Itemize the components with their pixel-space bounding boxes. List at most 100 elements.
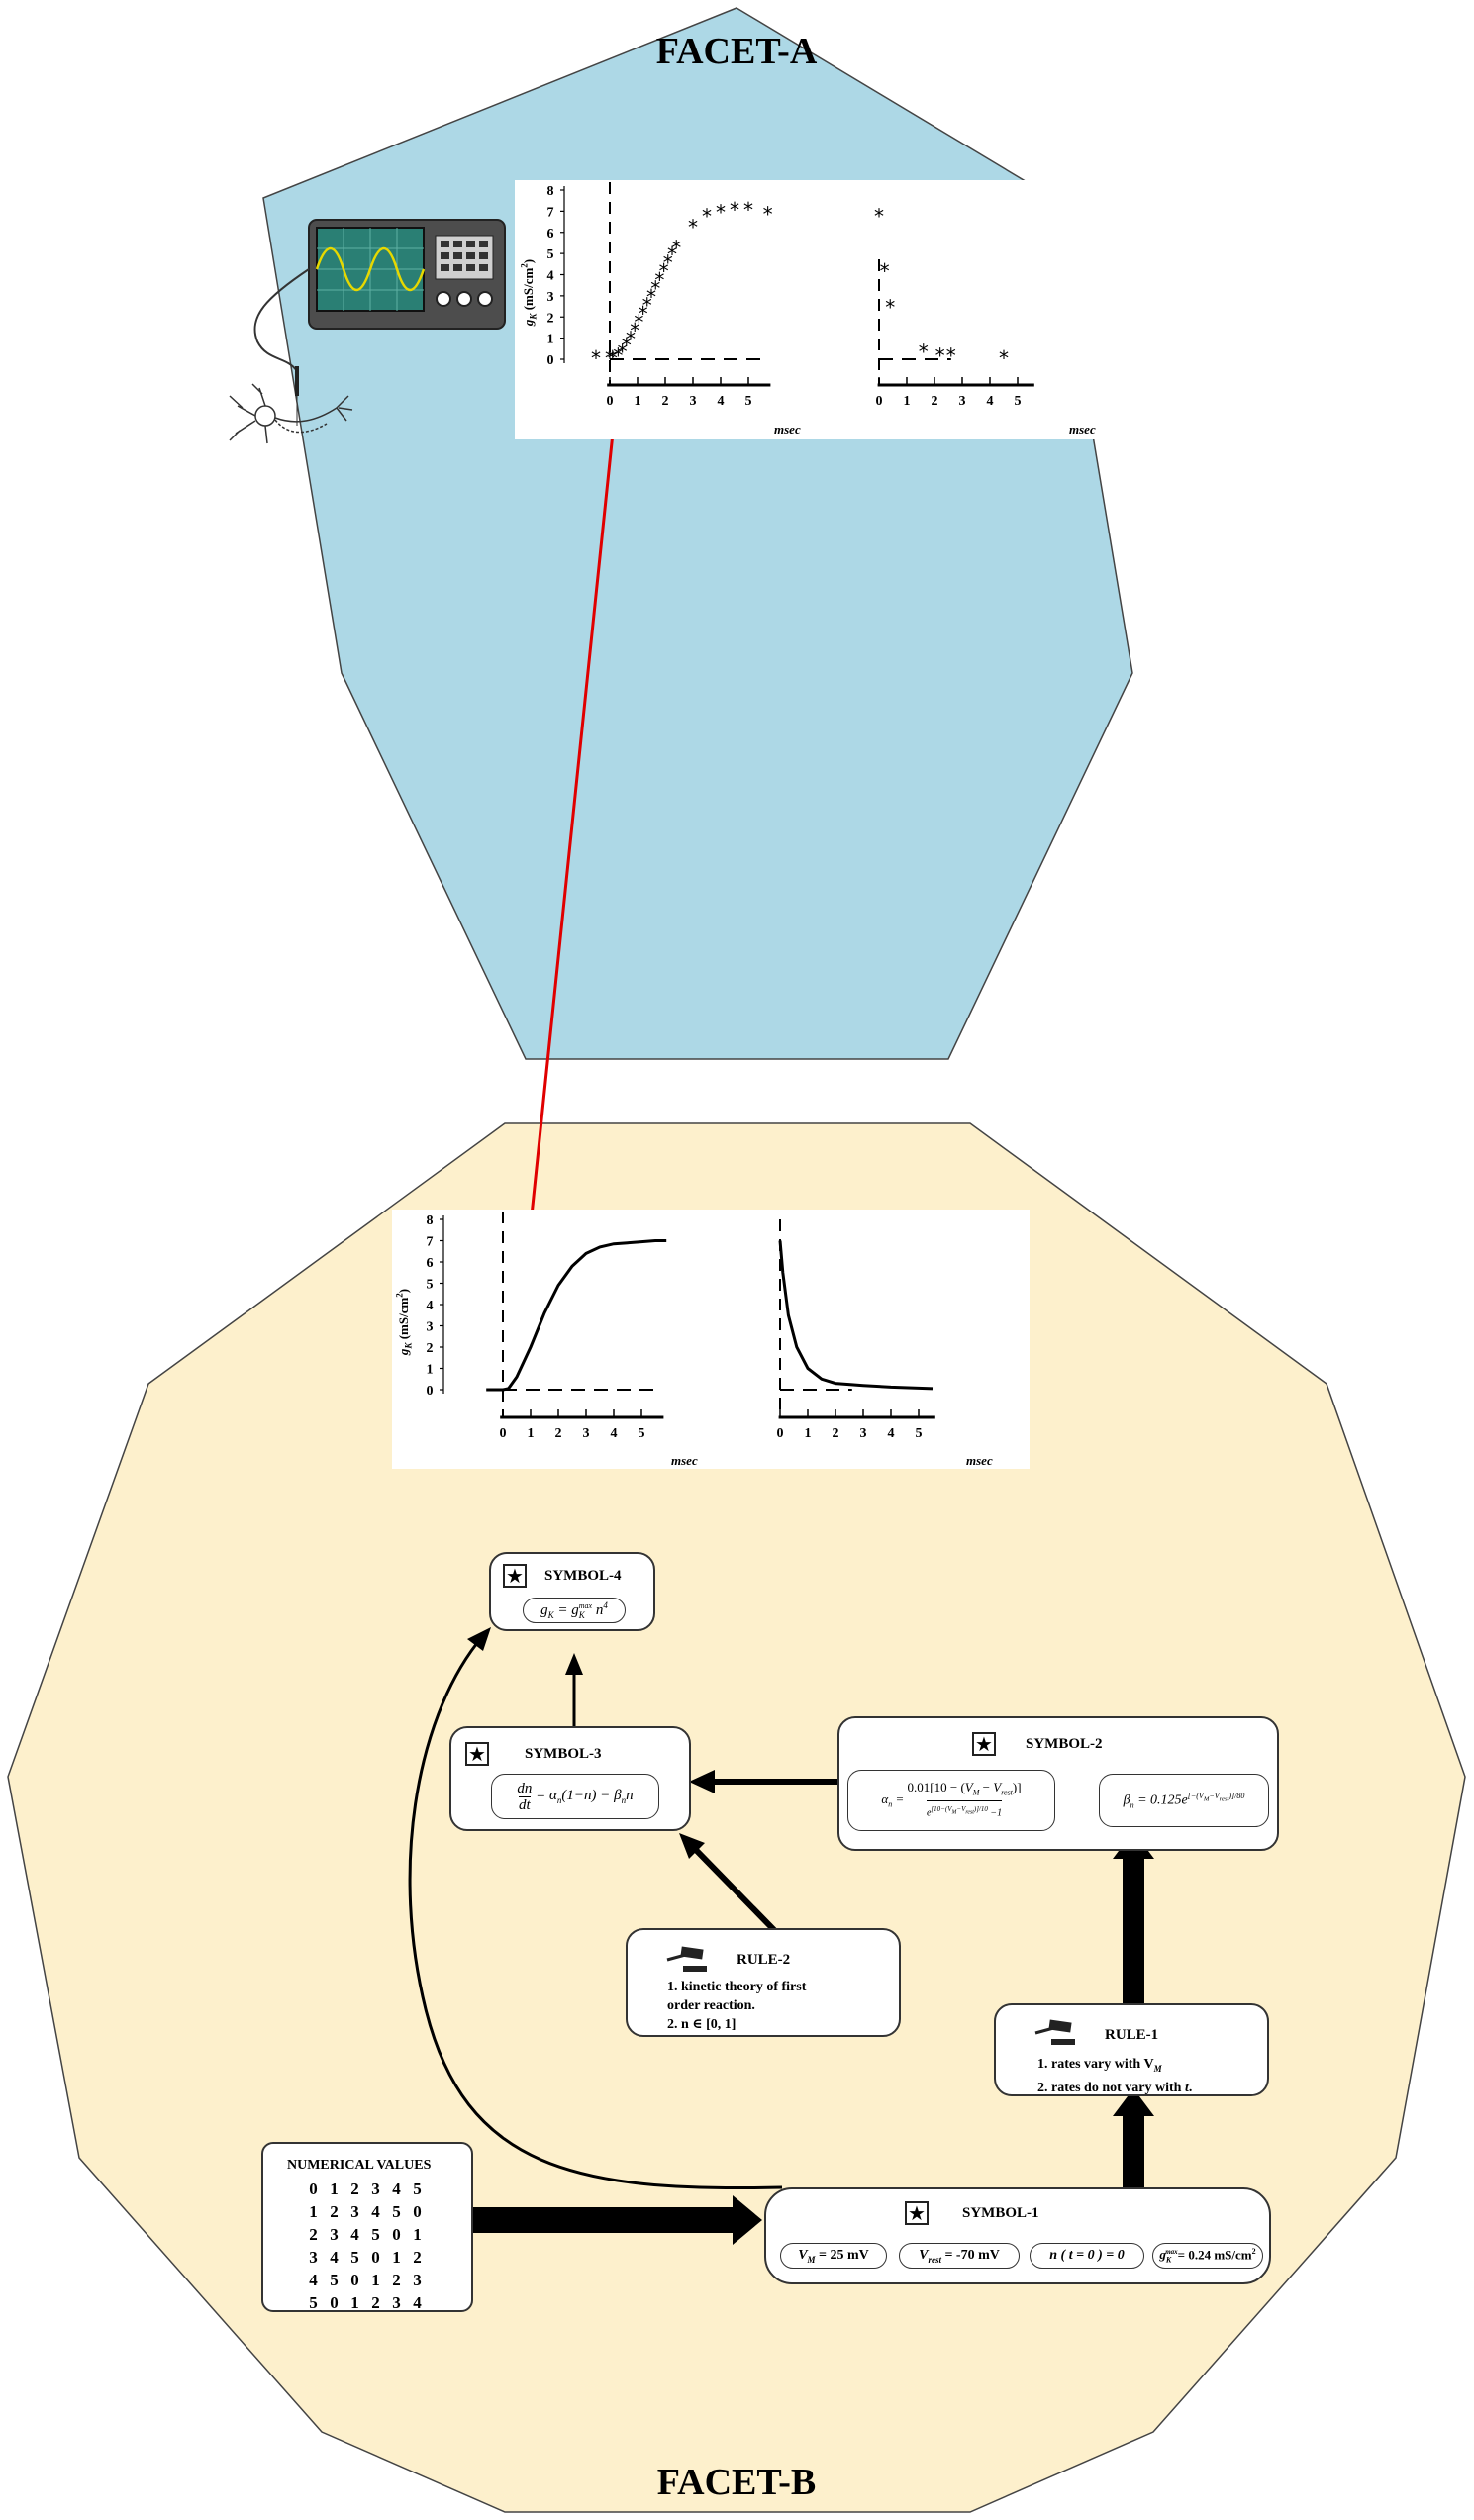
data-point: * (659, 259, 669, 283)
numerical-cell: 0 (309, 2180, 318, 2198)
numerical-cell: 4 (371, 2202, 380, 2221)
arrow-symbol1-to-symbol4-curve (408, 1642, 783, 2190)
rule-1-line-1: 1. rates vary with VM (1037, 2057, 1162, 2074)
numerical-cell: 2 (413, 2248, 422, 2267)
numerical-cell: 1 (350, 2293, 359, 2312)
x-tick-label-right: 0 (777, 1426, 784, 1441)
y-tick-label: 8 (547, 184, 554, 199)
y-tick-label: 7 (547, 205, 554, 220)
y-tick-label: 4 (427, 1299, 434, 1313)
numerical-cell: 5 (350, 2248, 359, 2267)
y-tick-label: 2 (547, 311, 554, 326)
rule-1-node[interactable]: RULE-1 1. rates vary with VM 2. rates do… (994, 2003, 1269, 2096)
rule-2-line-1: 1. kinetic theory of first (667, 1980, 807, 1994)
y-tick-label: 1 (427, 1363, 434, 1378)
numerical-cell: 3 (413, 2271, 422, 2289)
rule-2-node[interactable]: RULE-2 1. kinetic theory of first order … (626, 1928, 901, 2037)
flow-arrows (408, 1627, 1154, 2245)
star-icon: ★ (972, 1732, 996, 1756)
numerical-cell: 2 (330, 2202, 339, 2221)
y-tick-label: 3 (547, 290, 554, 305)
symbol-1-node[interactable]: ★ SYMBOL-1 VM = 25 mV Vrest = -70 mV n (… (764, 2187, 1271, 2284)
data-point: * (702, 205, 712, 229)
data-point: * (608, 346, 618, 370)
x-tick-label-left: 5 (745, 394, 752, 409)
oscilloscope-icon (308, 219, 506, 330)
y-tick-label: 4 (547, 269, 554, 284)
probe-icon (253, 268, 310, 372)
data-point: * (639, 302, 648, 326)
numerical-cell: 4 (392, 2180, 401, 2198)
numerical-cell: 5 (413, 2180, 422, 2198)
plot-a-xlabel-right: msec (1069, 422, 1096, 436)
numerical-values-title: NUMERICAL VALUES (287, 2158, 432, 2173)
plot-a-xlabel-left: msec (774, 422, 801, 436)
data-point: * (946, 344, 956, 368)
numerical-cell: 1 (309, 2202, 318, 2221)
x-tick-label-right: 5 (916, 1426, 923, 1441)
y-tick-label: 1 (547, 333, 554, 347)
rule-1-line-2: 2. rates do not vary with t. (1037, 2080, 1193, 2095)
arrow-rule1-to-symbol2 (1113, 1831, 1154, 2003)
facet-b-title: FACET-B (656, 2462, 817, 2503)
x-tick-label-right: 1 (805, 1426, 812, 1441)
numerical-cell: 2 (371, 2293, 380, 2312)
x-tick-label-left: 3 (690, 394, 697, 409)
star-icon: ★ (465, 1742, 489, 1766)
x-tick-label-left: 0 (607, 394, 614, 409)
rule-2-line-3: 2. n ∈ [0, 1] (667, 2017, 737, 2032)
data-point: * (654, 268, 664, 292)
data-point: * (919, 339, 929, 363)
symbol-1-title: SYMBOL-1 (962, 2205, 1039, 2221)
symbol-4-node[interactable]: ★ SYMBOL-4 gK = gKmax n4 (489, 1552, 655, 1631)
numerical-cell: 0 (330, 2293, 339, 2312)
symbol-2-title: SYMBOL-2 (1026, 1736, 1103, 1752)
data-point: * (663, 251, 673, 275)
data-point: * (646, 285, 656, 309)
data-point: * (763, 203, 773, 227)
plot-a-ylabel: gK (mS/cm2) (519, 258, 539, 327)
data-point: * (743, 198, 753, 222)
x-tick-label-left: 2 (555, 1426, 562, 1441)
symbol-4-equation: gK = gKmax n4 (523, 1598, 626, 1623)
numerical-cell: 1 (413, 2225, 422, 2244)
data-point: * (591, 346, 601, 370)
symbol-1-vrest-pill: Vrest = -70 mV (899, 2243, 1020, 2269)
x-tick-label-left: 0 (500, 1426, 507, 1441)
gavel-icon (666, 1946, 707, 1972)
symbol-3-title: SYMBOL-3 (525, 1746, 602, 1762)
x-tick-label-right: 3 (959, 394, 966, 409)
numerical-cell: 2 (350, 2180, 359, 2198)
data-point: * (630, 319, 639, 342)
x-tick-label-left: 1 (635, 394, 641, 409)
y-tick-label: 0 (427, 1384, 434, 1399)
symbol-1-n0-pill: n ( t = 0 ) = 0 (1030, 2243, 1144, 2269)
plot-b-xlabel-right: msec (966, 1453, 993, 1468)
arrow-numerical-to-symbol1 (473, 2195, 762, 2245)
x-tick-label-right: 1 (904, 394, 911, 409)
symbol-2-node[interactable]: ★ SYMBOL-2 αn = 0.01[10 − (VM − Vrest)] … (837, 1716, 1279, 1851)
data-point: * (999, 346, 1009, 370)
numerical-cell: 1 (371, 2271, 380, 2289)
symbol-2-alpha-equation: αn = 0.01[10 − (VM − Vrest)] e[10−(VM−Vr… (847, 1770, 1055, 1831)
y-tick-label: 0 (547, 353, 554, 368)
data-point: * (605, 346, 615, 370)
numerical-cell: 2 (392, 2271, 401, 2289)
x-tick-label-left: 3 (583, 1426, 590, 1441)
numerical-cell: 0 (350, 2271, 359, 2289)
numerical-cell: 3 (371, 2180, 380, 2198)
data-point: * (642, 293, 652, 317)
data-point: * (880, 259, 890, 283)
facet-a-heptagon (262, 7, 1133, 1060)
data-point: * (716, 200, 726, 224)
